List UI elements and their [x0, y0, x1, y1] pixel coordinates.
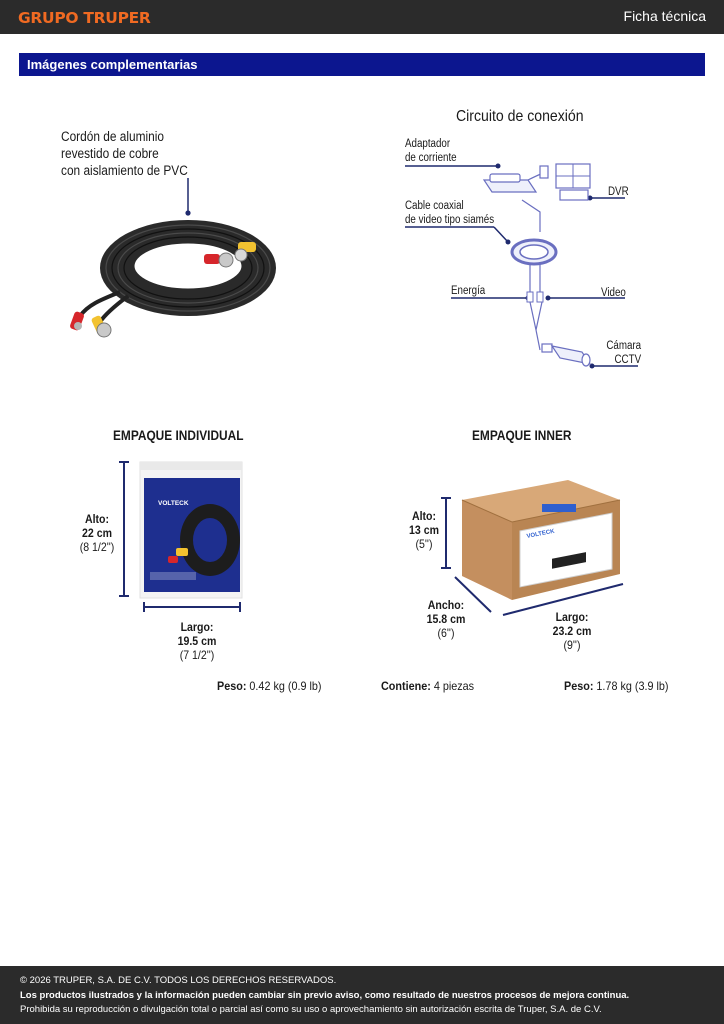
coax-label-line: Cable coaxial	[405, 200, 464, 212]
stat-value: 0.42 kg (0.9 lb)	[249, 679, 322, 693]
dvr-label: DVR	[608, 186, 629, 198]
cable-caption-line: Cordón de aluminio	[61, 129, 165, 144]
inner-box-image	[441, 480, 624, 616]
inner-weight: Peso: 1.78 kg (3.9 lb)	[564, 679, 668, 693]
dimension-metric: 15.8 cm	[426, 612, 466, 626]
dimension-imperial: (8 1/2'')	[79, 540, 115, 554]
dimension-imperial: (6'')	[437, 626, 455, 640]
dimension-imperial: (7 1/2'')	[179, 648, 215, 662]
dimension-label: Alto:	[411, 509, 437, 523]
box-code: 49789	[523, 573, 544, 584]
footer: © 2026 TRUPER, S.A. DE C.V. TODOS LOS DE…	[0, 966, 724, 1024]
camera-label: Cámara CCTV	[606, 339, 641, 367]
adapter-label: Adaptador de corriente	[405, 137, 457, 165]
dimension-imperial: (9'')	[563, 638, 581, 652]
change-notice-text: Los productos ilustrados y la informació…	[20, 990, 630, 1001]
inner-pack-title: EMPAQUE INNER	[472, 428, 572, 443]
camera-label-line: Cámara	[606, 340, 642, 352]
stat-label: Peso:	[564, 679, 594, 693]
dimension-label: Ancho:	[427, 598, 465, 612]
box-brand: VOLTECK	[526, 529, 556, 540]
camera-label-line: CCTV	[614, 354, 642, 366]
individual-pack-image	[119, 461, 243, 612]
dimension-label: Largo:	[555, 610, 589, 624]
dimension-imperial: (5'')	[415, 537, 433, 551]
section-title: Imágenes complementarias	[27, 57, 198, 72]
section-header: Imágenes complementarias	[19, 53, 705, 76]
stat-label: Peso:	[217, 679, 247, 693]
dimension-metric: 19.5 cm	[177, 634, 217, 648]
top-bar: GRUPO TRUPER Ficha técnica	[0, 0, 724, 34]
individual-weight: Peso: 0.42 kg (0.9 lb)	[217, 679, 321, 693]
adapter-label-line: de corriente	[405, 152, 457, 164]
dimension-label: Largo:	[180, 620, 214, 634]
cable-caption-line: revestido de cobre	[61, 146, 159, 161]
stat-value: 4 piezas	[433, 679, 475, 693]
inner-width: Ancho: 15.8 cm (6'')	[420, 598, 473, 640]
coax-label-line: de video tipo siamés	[405, 214, 495, 226]
inner-contents: Contiene: 4 piezas	[381, 679, 474, 693]
video-label: Video	[601, 287, 626, 299]
copyright-text: © 2026 TRUPER, S.A. DE C.V. TODOS LOS DE…	[20, 975, 337, 986]
energy-label: Energía	[451, 285, 486, 297]
cable-caption-line: con aislamiento de PVC	[61, 163, 188, 178]
coax-label: Cable coaxial de video tipo siamés	[405, 199, 494, 227]
dimension-metric: 13 cm	[409, 523, 439, 537]
truper-logo[interactable]: GRUPO TRUPER	[18, 9, 151, 27]
adapter-label-line: Adaptador	[405, 138, 451, 150]
stat-value: 1.78 kg (3.9 lb)	[596, 679, 669, 693]
individual-pack-title: EMPAQUE INDIVIDUAL	[113, 428, 244, 443]
document-type: Ficha técnica	[623, 8, 706, 24]
individual-length: Largo: 19.5 cm (7 1/2'')	[171, 620, 224, 662]
dimension-metric: 23.2 cm	[552, 624, 592, 638]
inner-height: Alto: 13 cm (5'')	[401, 509, 447, 551]
circuit-title: Circuito de conexión	[456, 108, 584, 125]
prohibition-text: Prohibida su reproducción o divulgación …	[20, 1004, 602, 1015]
dimension-label: Alto:	[84, 512, 110, 526]
dimension-metric: 22 cm	[82, 526, 112, 540]
stat-label: Contiene:	[381, 679, 431, 693]
inner-length: Largo: 23.2 cm (9'')	[545, 610, 600, 652]
circuit-diagram	[405, 163, 638, 369]
cable-coil-image	[70, 178, 276, 338]
volteck-brand: VOLTECK	[158, 500, 189, 507]
individual-height: Alto: 22 cm (8 1/2'')	[73, 512, 121, 554]
cable-caption: Cordón de aluminio revestido de cobre co…	[61, 128, 202, 179]
